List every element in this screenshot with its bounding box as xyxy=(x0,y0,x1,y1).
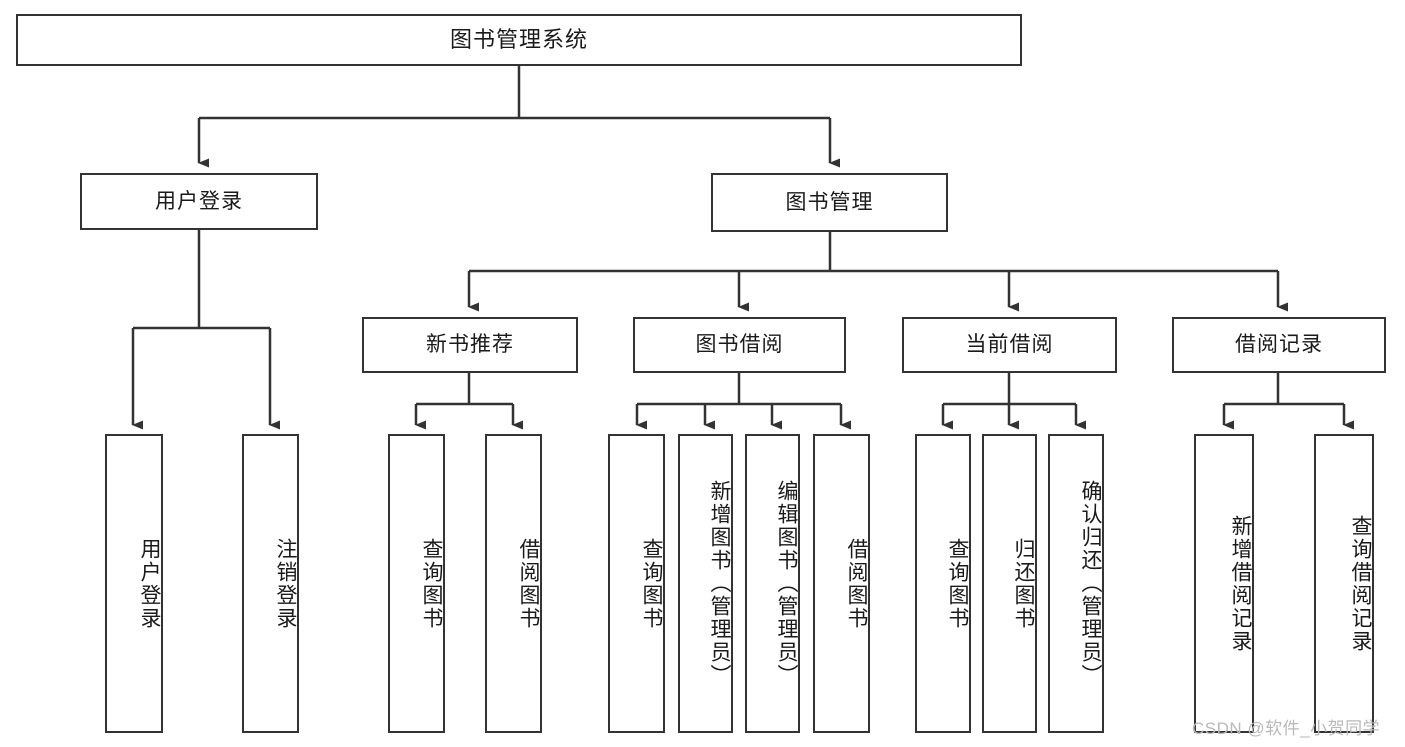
node-user-login[interactable]: 用户登录 xyxy=(80,173,318,230)
csdn-watermark: CSDN @软件_小贺同学 xyxy=(1192,719,1381,738)
node-label: 借阅图书 xyxy=(845,537,868,630)
node-current-borrow[interactable]: 当前借阅 xyxy=(902,317,1117,373)
node-borrow-record[interactable]: 借阅记录 xyxy=(1172,317,1386,373)
leaf-new-book-query-book[interactable]: 查询图书 xyxy=(388,434,445,733)
node-label: 新书推荐 xyxy=(426,333,514,357)
leaf-book-borrow-borrow-book[interactable]: 借阅图书 xyxy=(813,434,870,733)
node-book-management[interactable]: 图书管理 xyxy=(711,173,948,232)
node-label: 新增图书（管理员） xyxy=(708,480,731,687)
leaf-borrow-record-query-record[interactable]: 查询借阅记录 xyxy=(1314,434,1374,733)
node-label: 查询图书 xyxy=(946,537,969,630)
node-label: 图书借阅 xyxy=(695,333,784,357)
leaf-book-borrow-edit-book-admin[interactable]: 编辑图书（管理员） xyxy=(745,434,800,733)
node-root-book-management-system[interactable]: 图书管理系统 xyxy=(16,14,1022,66)
leaf-book-borrow-query-book[interactable]: 查询图书 xyxy=(608,434,665,733)
leaf-current-borrow-return-book[interactable]: 归还图书 xyxy=(982,434,1037,733)
leaf-borrow-record-add-record[interactable]: 新增借阅记录 xyxy=(1194,434,1254,733)
node-book-borrow[interactable]: 图书借阅 xyxy=(633,317,846,373)
node-label: 确认归还（管理员） xyxy=(1079,480,1102,687)
node-label: 当前借阅 xyxy=(965,333,1054,357)
node-label: 归还图书 xyxy=(1012,537,1035,630)
leaf-current-borrow-confirm-return-admin[interactable]: 确认归还（管理员） xyxy=(1048,434,1104,733)
leaf-book-borrow-add-book-admin[interactable]: 新增图书（管理员） xyxy=(678,434,733,733)
node-label: 用户登录 xyxy=(138,537,161,630)
node-label: 查询图书 xyxy=(420,537,443,630)
node-label: 新增借阅记录 xyxy=(1229,514,1252,653)
node-label: 图书管理系统 xyxy=(449,26,588,52)
node-label: 注销登录 xyxy=(274,537,297,630)
leaf-user-login-login[interactable]: 用户登录 xyxy=(105,434,163,733)
leaf-current-borrow-query-book[interactable]: 查询图书 xyxy=(915,434,971,733)
node-label: 编辑图书（管理员） xyxy=(775,480,798,687)
node-label: 查询借阅记录 xyxy=(1349,514,1372,653)
node-new-book-recommend[interactable]: 新书推荐 xyxy=(362,317,578,373)
node-label: 查询图书 xyxy=(640,537,663,630)
node-label: 图书管理 xyxy=(785,190,874,214)
leaf-user-login-logout[interactable]: 注销登录 xyxy=(242,434,299,733)
node-label: 用户登录 xyxy=(155,189,243,213)
leaf-new-book-borrow-book[interactable]: 借阅图书 xyxy=(485,434,542,733)
node-label: 借阅记录 xyxy=(1235,333,1323,357)
node-label: 借阅图书 xyxy=(517,537,540,630)
